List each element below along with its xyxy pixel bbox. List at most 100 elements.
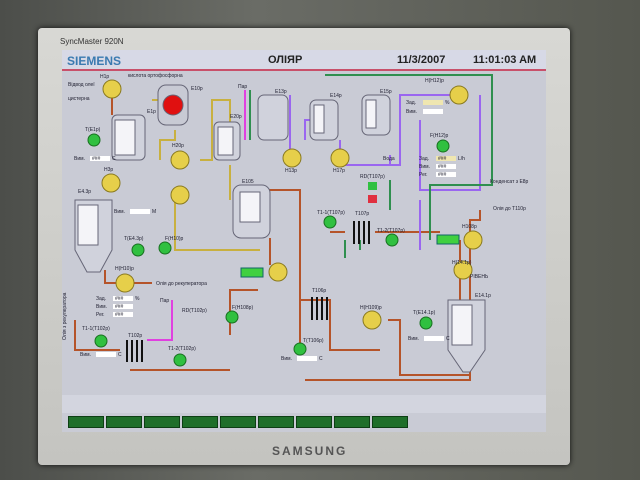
svg-text:С: С: [319, 356, 323, 362]
value-field[interactable]: [130, 209, 150, 214]
temp-sensor-t106[interactable]: [293, 342, 307, 356]
regulator-2[interactable]: [225, 310, 239, 324]
temp-sensor-e141[interactable]: [419, 316, 433, 330]
pump-h13[interactable]: [282, 148, 302, 168]
nav-button-6[interactable]: [258, 416, 294, 428]
temp-sensor-t107-1[interactable]: [323, 215, 337, 229]
svg-text:Вим.: Вим.: [406, 109, 417, 115]
svg-text:С: С: [112, 156, 116, 162]
svg-text:%: %: [445, 100, 450, 106]
label: Н20р: [172, 143, 184, 149]
pump-h141[interactable]: [453, 260, 473, 280]
plate-exchanger-2[interactable]: [436, 234, 460, 245]
label: Е14р: [330, 93, 342, 99]
heat-exchanger-t107[interactable]: [353, 221, 370, 244]
value-field[interactable]: [90, 156, 110, 161]
header-bar: SIEMENS ОЛІЯР 11/3/2007 11:01:03 AM: [62, 50, 546, 71]
temp-sensor-t102-2[interactable]: [173, 353, 187, 367]
svg-text:Вим.: Вим.: [80, 352, 91, 358]
nav-button-8[interactable]: [334, 416, 370, 428]
label: RD(Т107р): [360, 174, 385, 180]
svg-text:Зад.: Зад.: [419, 156, 429, 162]
label: Т(Е4.3р): [124, 236, 144, 242]
field-group-h10: Зад.###% Вим.### Рег.###: [96, 296, 140, 318]
label: Олія до рекуператора: [156, 281, 207, 287]
pump-h20[interactable]: [170, 150, 190, 170]
value-field[interactable]: [436, 156, 456, 161]
heat-exchanger-t102[interactable]: [126, 340, 143, 362]
label: F(Н12)р: [430, 133, 449, 139]
value-field[interactable]: [96, 352, 116, 357]
value-field[interactable]: [113, 312, 133, 317]
green-pipes: [249, 74, 493, 258]
yellow-pipes: [152, 99, 260, 251]
temp-sensor-t102-1[interactable]: [94, 334, 108, 348]
pump-h109[interactable]: [362, 310, 382, 330]
value-field[interactable]: [297, 356, 317, 361]
temp-sensor-t107-2[interactable]: [385, 233, 399, 247]
nav-button-3[interactable]: [144, 416, 180, 428]
value-field[interactable]: [423, 109, 443, 114]
temp-sensor-e43[interactable]: [131, 243, 145, 257]
date-display: 11/3/2007: [397, 54, 446, 66]
field-group-t: Вим.###С Вим.С Вим.С Вим.С Вим.М: [74, 156, 450, 362]
label: Е13р: [275, 89, 287, 95]
field-group-h12: Зад.% Вим.: [406, 100, 450, 115]
pump-h17[interactable]: [330, 148, 350, 168]
pump-h12[interactable]: [449, 85, 469, 105]
regulator-1[interactable]: [158, 241, 172, 255]
value-field[interactable]: [113, 304, 133, 309]
label: RD(Т102р): [182, 308, 207, 314]
valve-open-button[interactable]: [368, 182, 377, 190]
svg-text:Рег.: Рег.: [419, 172, 428, 178]
heat-exchanger-t106[interactable]: [311, 297, 328, 320]
plate-exchanger-1[interactable]: [240, 267, 264, 278]
svg-text:###: ###: [438, 156, 447, 162]
pump-h10a[interactable]: [170, 185, 190, 205]
label: F(Н108р): [232, 305, 253, 311]
nav-button-1[interactable]: [68, 416, 104, 428]
label: Пар: [160, 298, 169, 304]
value-field[interactable]: [423, 100, 443, 105]
label: Олія з рекуператора: [62, 292, 68, 340]
pump-h3[interactable]: [101, 173, 121, 193]
status-area: [62, 395, 546, 413]
nav-button-4[interactable]: [182, 416, 218, 428]
navigation-buttons: [68, 416, 408, 428]
nav-button-2[interactable]: [106, 416, 142, 428]
svg-text:Вим.: Вим.: [74, 156, 85, 162]
valve-close-button[interactable]: [368, 195, 377, 203]
pump-h105[interactable]: [268, 262, 288, 282]
value-field[interactable]: [436, 164, 456, 169]
label: Е10р: [191, 86, 203, 92]
temp-sensor-e1[interactable]: [87, 133, 101, 147]
tank-e13[interactable]: [257, 94, 289, 141]
pump-h10[interactable]: [115, 273, 135, 293]
pump-h1[interactable]: [102, 79, 122, 99]
label: Н(Н12)р: [425, 78, 444, 84]
label: Т(Т106р): [303, 338, 324, 344]
svg-text:L/h: L/h: [458, 156, 465, 162]
value-field[interactable]: [436, 172, 456, 177]
pump-h108[interactable]: [463, 230, 483, 250]
siemens-logo: SIEMENS: [67, 54, 122, 68]
label: Т(Е1р): [85, 127, 101, 133]
svg-text:Вим.: Вим.: [408, 336, 419, 342]
svg-text:Вим.: Вим.: [114, 209, 125, 215]
label: Н17р: [333, 168, 345, 174]
nav-button-7[interactable]: [296, 416, 332, 428]
svg-text:Вим.: Вим.: [281, 356, 292, 362]
value-field[interactable]: [424, 336, 444, 341]
label: Е20р: [230, 114, 242, 120]
value-field[interactable]: [113, 296, 133, 301]
label: Н(Н10)р: [115, 266, 134, 272]
label: Е105: [242, 179, 254, 185]
label: РІВЕНЬ: [470, 274, 489, 280]
regulator-3[interactable]: [436, 139, 450, 153]
nav-button-9[interactable]: [372, 416, 408, 428]
process-diagram: Відвод олеї цистерна Е1р кислота ортофос…: [62, 73, 529, 381]
nav-button-5[interactable]: [220, 416, 256, 428]
svg-text:Рег.: Рег.: [96, 312, 105, 318]
label: Пар: [238, 84, 247, 90]
label: Н(14.1р): [452, 260, 472, 266]
